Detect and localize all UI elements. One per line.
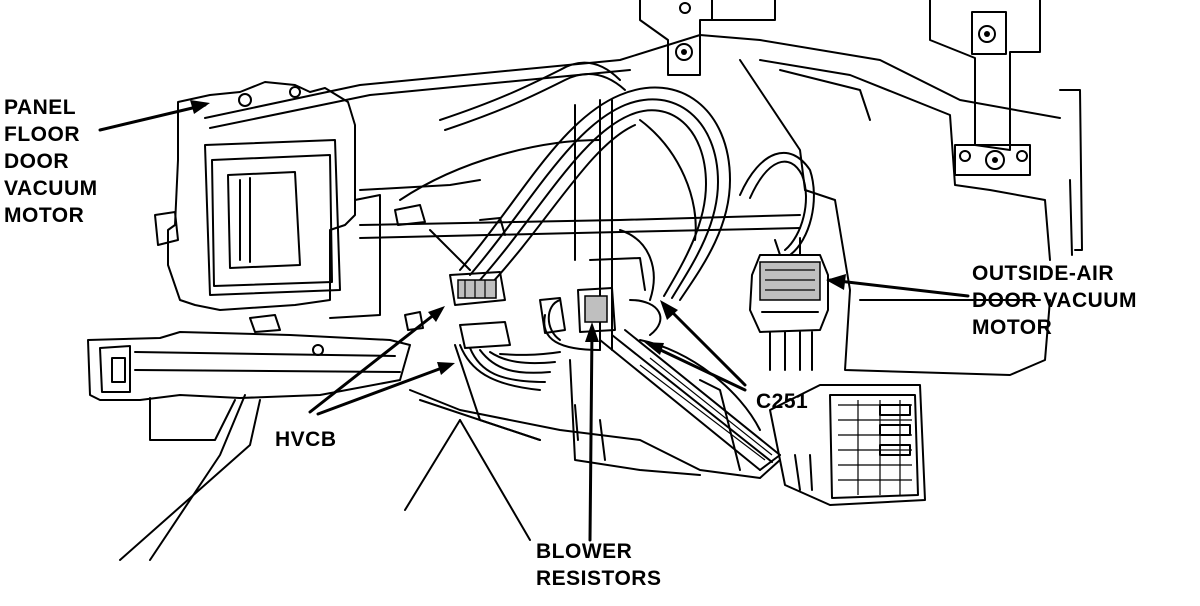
leader-lines bbox=[98, 100, 970, 542]
plenum-housing bbox=[154, 81, 481, 319]
top-bracket-right bbox=[929, 0, 1083, 256]
label-line: DOOR bbox=[4, 150, 69, 173]
hvcb-label: HVCB bbox=[275, 428, 337, 451]
label-line: PANEL bbox=[4, 96, 77, 119]
lower-center-casing bbox=[409, 339, 781, 479]
label-line: MOTOR bbox=[972, 316, 1053, 339]
vent-grille bbox=[769, 384, 926, 506]
label-line: BLOWER bbox=[536, 540, 633, 563]
lower-left-duct bbox=[87, 314, 411, 561]
panel-floor-door-vacuum-motor-label: PANEL FLOOR DOOR VACUUM MOTOR bbox=[4, 94, 98, 229]
vacuum-hoses bbox=[359, 61, 815, 351]
outside-air-door-vacuum-motor-label: OUTSIDE-AIR DOOR VACUUM MOTOR bbox=[972, 260, 1137, 341]
label-line: MOTOR bbox=[4, 204, 85, 227]
label-line: DOOR VACUUM bbox=[972, 289, 1137, 312]
harness-rod bbox=[599, 329, 781, 471]
label-line: VACUUM bbox=[4, 177, 98, 200]
label-line: RESISTORS bbox=[536, 567, 662, 590]
top-bracket-center bbox=[639, 0, 776, 76]
c251-label: C251 bbox=[756, 390, 809, 413]
label-line: OUTSIDE-AIR bbox=[972, 262, 1114, 285]
label-line: FLOOR bbox=[4, 123, 80, 146]
blower-resistors-label: BLOWER RESISTORS bbox=[536, 538, 661, 592]
outside-air-vacuum-motor-shape bbox=[749, 237, 829, 371]
blower-resistor-shape bbox=[543, 257, 662, 351]
